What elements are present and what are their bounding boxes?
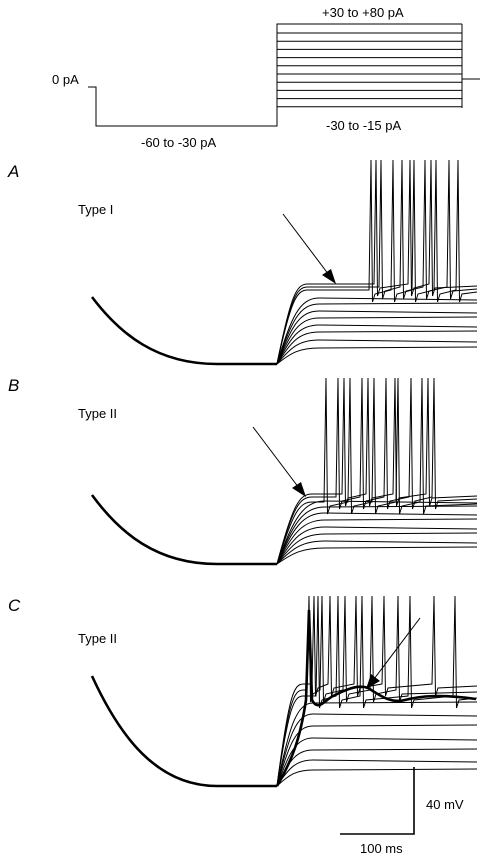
voltage-trace — [276, 310, 478, 365]
arrowhead-icon — [322, 269, 336, 284]
voltage-trace — [276, 713, 478, 787]
voltage-trace — [276, 701, 478, 787]
bold-voltage-trace — [275, 609, 477, 787]
spiking-trace — [276, 377, 478, 565]
voltage-trace — [276, 546, 478, 565]
voltage-trace — [276, 518, 478, 565]
voltage-trace — [276, 759, 478, 787]
cell-type-label: Type I — [78, 202, 113, 217]
spiking-trace — [276, 595, 478, 787]
stimulus-baseline — [88, 23, 462, 127]
voltage-trace — [276, 512, 478, 565]
voltage-trace — [276, 748, 478, 787]
voltage-traces — [90, 595, 478, 788]
voltage-trace — [276, 724, 478, 787]
time-scale-label: 100 ms — [360, 841, 403, 856]
voltage-trace — [276, 316, 478, 365]
stimulus-protocol: 0 pA -60 to -30 pA +30 to +80 pA -30 to … — [52, 5, 480, 150]
hyperpolarizing-trace — [90, 675, 277, 788]
voltage-trace — [276, 532, 478, 565]
spiking-trace — [276, 159, 478, 365]
panel-a: A Type I — [7, 159, 478, 366]
scale-bar-lines — [340, 767, 415, 835]
voltage-trace — [276, 330, 478, 365]
spiking-trace — [276, 377, 478, 565]
voltage-trace — [276, 768, 478, 787]
hyperpolarizing-range-label: -60 to -30 pA — [141, 135, 216, 150]
voltage-traces — [90, 159, 478, 366]
panel-letter: C — [8, 596, 21, 615]
arrow-icon — [252, 426, 303, 493]
voltage-trace — [276, 339, 478, 365]
arrow-icon — [370, 617, 421, 684]
depolarizing-high-range-label: +30 to +80 pA — [322, 5, 404, 20]
panel-c: C Type II — [8, 595, 478, 788]
hyperpolarizing-trace — [90, 494, 277, 566]
arrowhead-icon — [292, 482, 306, 497]
spiking-trace — [276, 159, 478, 365]
arrow-icon — [282, 213, 333, 280]
zero-current-label: 0 pA — [52, 72, 79, 87]
voltage-trace — [276, 346, 478, 365]
voltage-trace — [276, 297, 478, 365]
hyperpolarizing-trace — [90, 296, 277, 366]
stimulus-steps — [277, 24, 463, 108]
cell-type-label: Type II — [78, 631, 117, 646]
voltage-scale-label: 40 mV — [426, 797, 464, 812]
voltage-trace — [276, 526, 478, 565]
spiking-trace — [276, 377, 478, 565]
voltage-traces — [90, 377, 478, 566]
depolarizing-low-range-label: -30 to -15 pA — [326, 118, 401, 133]
scale-bar: 40 mV 100 ms — [340, 767, 464, 856]
arrowhead-icon — [366, 674, 380, 689]
panel-b: B Type II — [8, 376, 478, 566]
voltage-trace — [276, 540, 478, 565]
spiking-trace — [276, 595, 478, 787]
panel-letter: B — [8, 376, 19, 395]
panel-letter: A — [7, 162, 19, 181]
cell-type-label: Type II — [78, 406, 117, 421]
voltage-trace — [276, 324, 478, 365]
